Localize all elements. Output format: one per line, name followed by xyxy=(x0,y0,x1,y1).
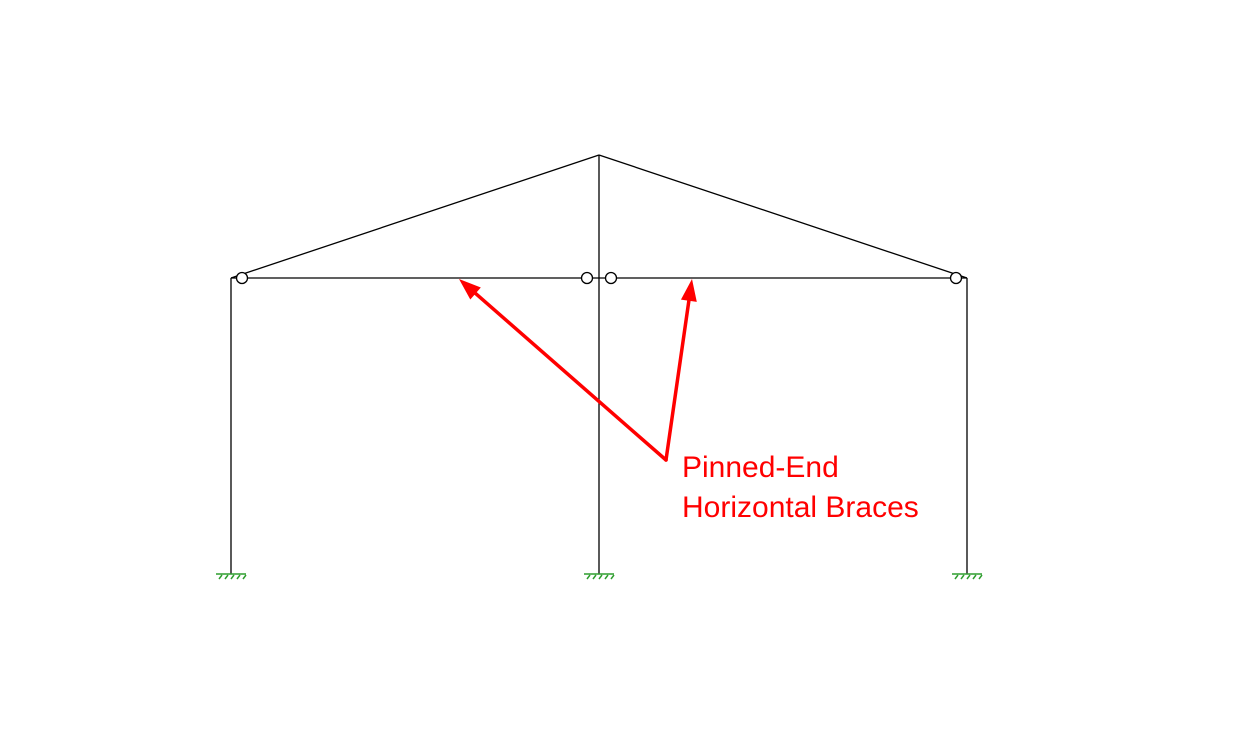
hinge-center-right-icon xyxy=(604,271,618,285)
support-left-icon xyxy=(216,573,247,580)
annotation-arrows xyxy=(459,279,697,462)
brace-annotation-label: Pinned-End Horizontal Braces xyxy=(682,448,919,528)
left-rafter xyxy=(230,154,600,279)
hinge-symbols xyxy=(235,271,963,285)
hinge-center-left-icon xyxy=(580,271,594,285)
fixed-supports xyxy=(216,573,983,580)
annotation-line-1: Pinned-End xyxy=(682,451,839,484)
annotation-arrow-2-icon xyxy=(664,279,697,462)
support-center-icon xyxy=(584,573,615,580)
right-rafter xyxy=(598,154,968,279)
annotation-line-2: Horizontal Braces xyxy=(682,491,919,524)
hinge-left-end-icon xyxy=(235,271,249,285)
frame-members xyxy=(230,154,968,574)
annotation-arrow-1-icon xyxy=(459,279,668,462)
support-right-icon xyxy=(952,573,983,580)
hinge-right-end-icon xyxy=(949,271,963,285)
